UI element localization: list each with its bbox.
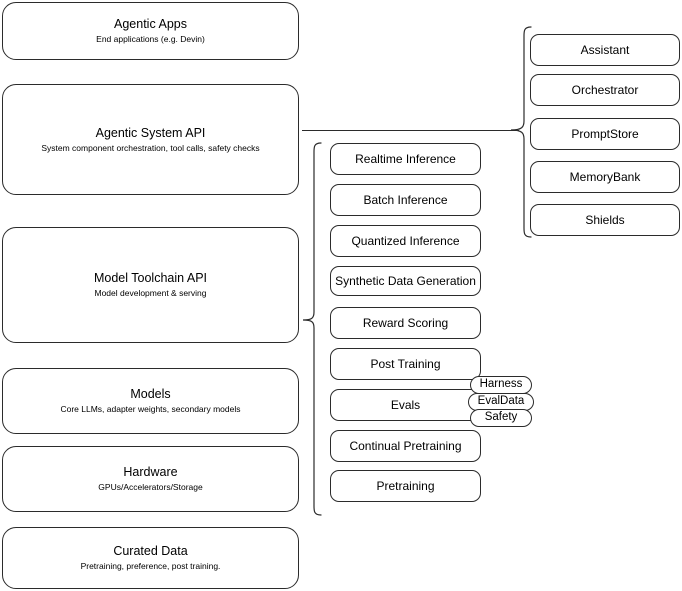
component-label: Pretraining	[376, 479, 435, 493]
layer-curated-data[interactable]: Curated Data Pretraining, preference, po…	[2, 527, 299, 589]
layer-models[interactable]: Models Core LLMs, adapter weights, secon…	[2, 368, 299, 434]
component-label: Continual Pretraining	[349, 439, 462, 453]
component-realtime-inference[interactable]: Realtime Inference	[330, 143, 481, 175]
component-synthetic-data-generation[interactable]: Synthetic Data Generation	[330, 266, 481, 296]
badge-safety[interactable]: Safety	[470, 409, 532, 427]
component-label: Assistant	[580, 43, 630, 57]
component-label: Quantized Inference	[351, 234, 460, 248]
layer-title: Model Toolchain API	[93, 271, 208, 285]
badge-harness[interactable]: Harness	[470, 376, 532, 394]
layer-hardware[interactable]: Hardware GPUs/Accelerators/Storage	[2, 446, 299, 512]
layer-agentic-system-api[interactable]: Agentic System API System component orch…	[2, 84, 299, 195]
layer-model-toolchain-api[interactable]: Model Toolchain API Model development & …	[2, 227, 299, 343]
layer-title: Curated Data	[113, 544, 188, 558]
layer-agentic-apps[interactable]: Agentic Apps End applications (e.g. Devi…	[2, 2, 299, 60]
component-assistant[interactable]: Assistant	[530, 34, 680, 66]
layer-subtitle: GPUs/Accelerators/Storage	[98, 482, 203, 492]
layer-title: Hardware	[123, 465, 178, 479]
component-batch-inference[interactable]: Batch Inference	[330, 184, 481, 216]
component-label: Realtime Inference	[355, 152, 456, 166]
component-label: MemoryBank	[569, 170, 641, 184]
layer-subtitle: End applications (e.g. Devin)	[96, 34, 205, 44]
layer-title: Models	[130, 387, 171, 401]
brace-toolchain	[302, 142, 322, 516]
component-quantized-inference[interactable]: Quantized Inference	[330, 225, 481, 257]
layer-title: Agentic Apps	[114, 17, 187, 31]
component-pretraining[interactable]: Pretraining	[330, 470, 481, 502]
layer-title: Agentic System API	[95, 125, 206, 140]
connector-line-system-api	[302, 130, 519, 131]
component-label: Shields	[585, 213, 625, 227]
component-orchestrator[interactable]: Orchestrator	[530, 74, 680, 106]
component-label: Synthetic Data Generation	[335, 274, 476, 288]
component-label: Orchestrator	[571, 83, 639, 97]
layer-subtitle: Core LLMs, adapter weights, secondary mo…	[60, 404, 241, 414]
component-promptstore[interactable]: PromptStore	[530, 118, 680, 150]
component-label: PromptStore	[571, 127, 639, 141]
component-shields[interactable]: Shields	[530, 204, 680, 236]
component-memorybank[interactable]: MemoryBank	[530, 161, 680, 193]
component-evals[interactable]: Evals	[330, 389, 481, 421]
component-post-training[interactable]: Post Training	[330, 348, 481, 380]
layer-subtitle: System component orchestration, tool cal…	[41, 142, 260, 153]
component-continual-pretraining[interactable]: Continual Pretraining	[330, 430, 481, 462]
component-label: Post Training	[370, 357, 441, 371]
component-label: Batch Inference	[363, 193, 448, 207]
layer-subtitle: Pretraining, preference, post training.	[80, 561, 221, 571]
component-label: Evals	[390, 398, 421, 412]
layer-subtitle: Model development & serving	[94, 288, 207, 298]
component-reward-scoring[interactable]: Reward Scoring	[330, 307, 481, 339]
brace-system-components	[510, 26, 532, 238]
component-label: Reward Scoring	[362, 316, 449, 330]
